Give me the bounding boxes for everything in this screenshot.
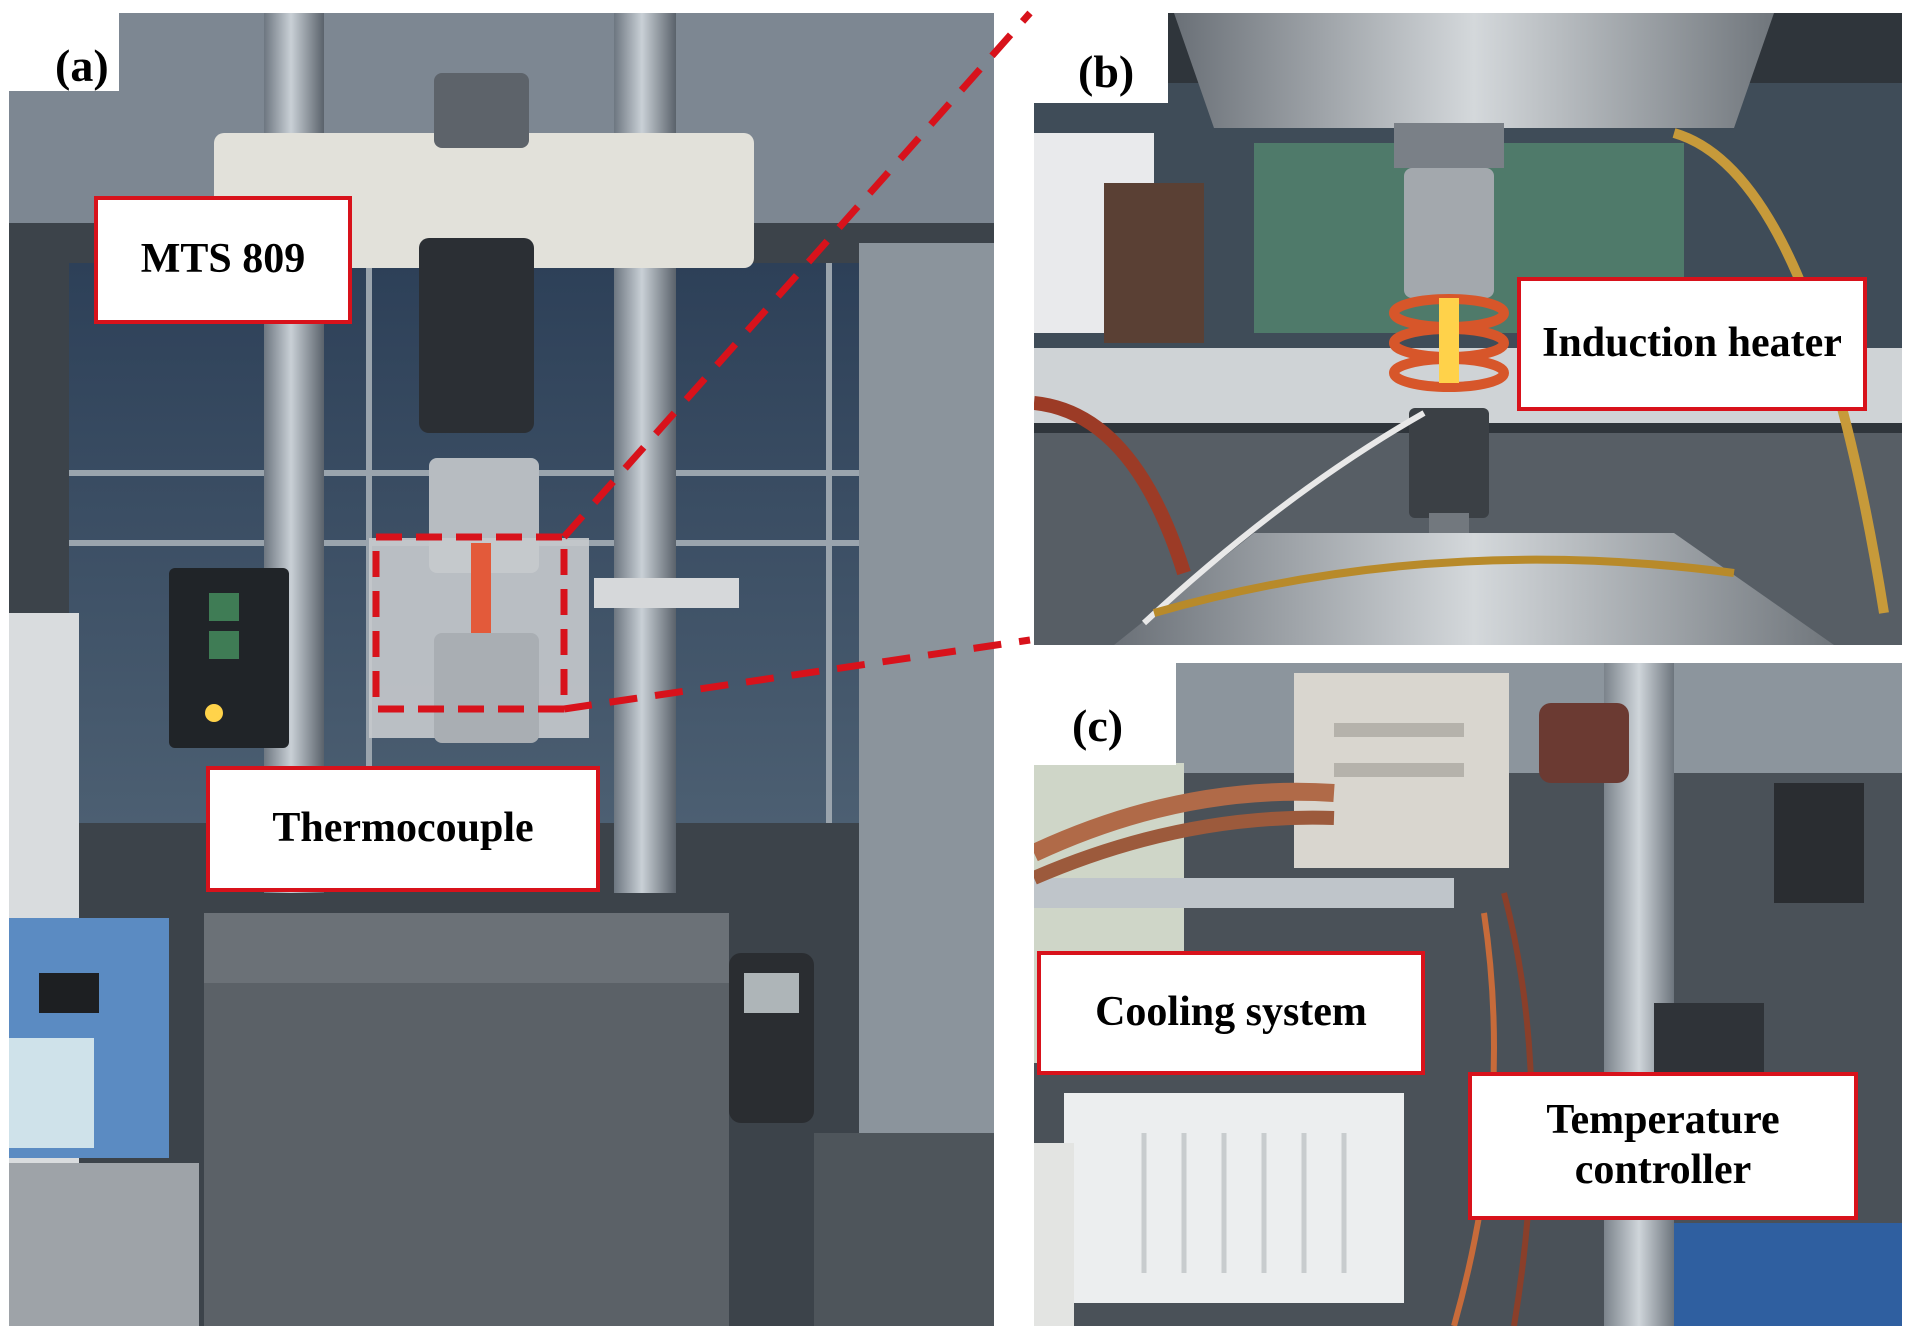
label-temperature-controller: Temperature controller <box>1468 1072 1858 1220</box>
label-induction-heater: Induction heater <box>1517 277 1867 411</box>
photo-panel-b <box>1034 13 1902 645</box>
label-thermocouple: Thermocouple <box>206 766 600 892</box>
label-mts-809: MTS 809 <box>94 196 352 324</box>
photo-induction-heater <box>1034 13 1902 645</box>
label-cooling-system: Cooling system <box>1037 951 1425 1075</box>
panel-tag-b: (b) <box>1034 13 1168 103</box>
panel-tag-a: (a) <box>9 13 119 91</box>
panel-tag-c: (c) <box>1034 663 1176 765</box>
